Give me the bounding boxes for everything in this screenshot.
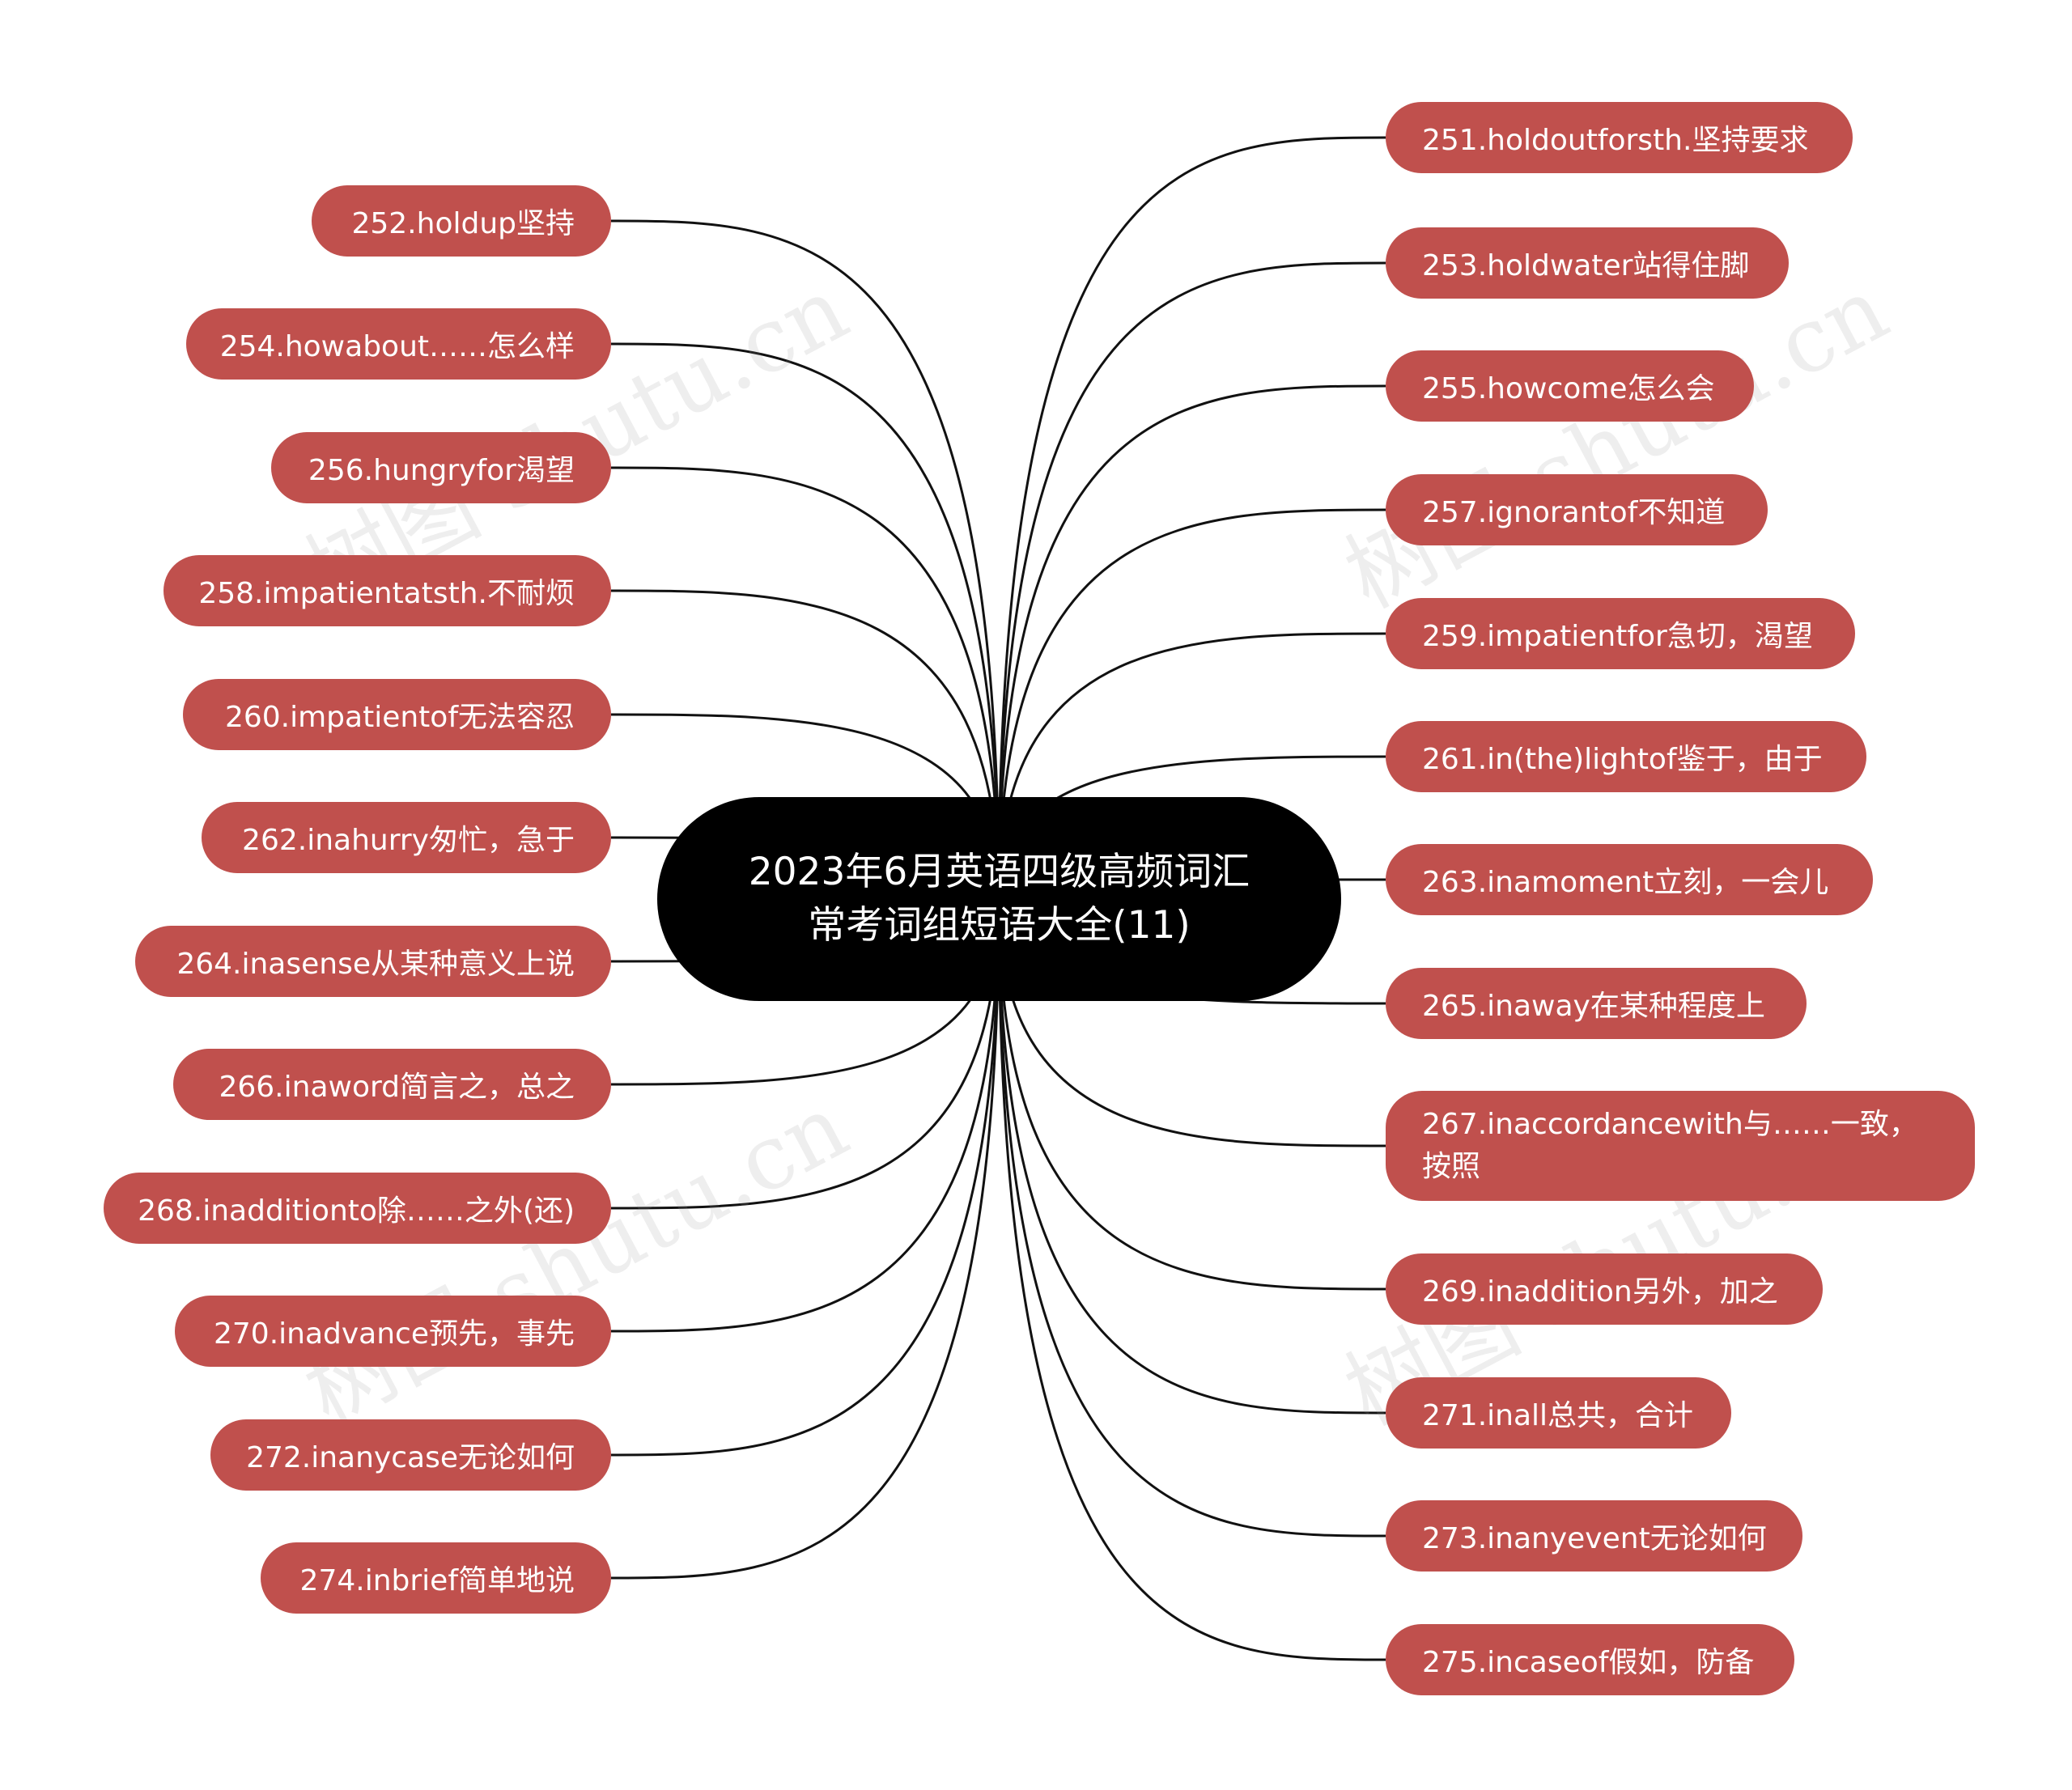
- connector-270: [610, 898, 1000, 1333]
- topic-node-275[interactable]: 275.incaseof假如，防备: [1386, 1624, 1794, 1695]
- topic-node-label: 273.inanyevent无论如何: [1422, 1522, 1767, 1555]
- topic-node-label: 254.howabout……怎么样: [219, 330, 575, 363]
- connector-256: [610, 466, 1000, 900]
- topic-node-272[interactable]: 272.inanycase无论如何: [210, 1419, 611, 1491]
- topic-node-251[interactable]: 251.holdoutforsth.坚持要求: [1386, 102, 1853, 173]
- topic-node-270[interactable]: 270.inadvance预先，事先: [175, 1296, 611, 1367]
- connector-258: [610, 589, 1000, 900]
- topic-node-label: 271.inall总共，合计: [1422, 1399, 1694, 1432]
- topic-node-260[interactable]: 260.impatientof无法容忍: [183, 679, 611, 750]
- topic-node-label: 268.inadditionto除……之外(还): [138, 1194, 575, 1228]
- topic-node-268[interactable]: 268.inadditionto除……之外(还): [104, 1173, 611, 1244]
- topic-node-label: 261.in(the)lightof鉴于，由于: [1422, 743, 1823, 776]
- topic-node-262[interactable]: 262.inahurry匆忙，急于: [202, 802, 611, 873]
- topic-node-252[interactable]: 252.holdup坚持: [312, 185, 611, 257]
- topic-node-258[interactable]: 258.impatientatsth.不耐烦: [163, 555, 611, 626]
- connector-255: [997, 384, 1386, 900]
- topic-node-265[interactable]: 265.inaway在某种程度上: [1386, 968, 1807, 1039]
- connector-254: [610, 342, 1000, 900]
- topic-node-label: 262.inahurry匆忙，急于: [242, 824, 575, 857]
- topic-node-label: 272.inanycase无论如何: [246, 1441, 575, 1474]
- connector-268: [610, 898, 1000, 1210]
- topic-node-253[interactable]: 253.holdwater站得住脚: [1386, 227, 1789, 299]
- connector-252: [610, 219, 1000, 900]
- topic-node-257[interactable]: 257.ignorantof不知道: [1386, 474, 1768, 545]
- topic-node-label: 267.inaccordancewith与……一致，按照: [1422, 1108, 1918, 1183]
- topic-node-255[interactable]: 255.howcome怎么会: [1386, 350, 1754, 422]
- topic-node-label: 257.ignorantof不知道: [1422, 496, 1726, 529]
- topic-node-label: 259.impatientfor急切，渴望: [1422, 620, 1813, 653]
- topic-node-266[interactable]: 266.inaword简言之，总之: [173, 1049, 611, 1120]
- central-topic[interactable]: 2023年6月英语四级高频词汇常考词组短语大全(11): [657, 797, 1341, 1001]
- connector-251: [997, 136, 1386, 900]
- topic-node-label: 252.holdup坚持: [351, 207, 575, 240]
- topic-node-263[interactable]: 263.inamoment立刻，一会儿: [1386, 844, 1873, 915]
- central-topic-title: 2023年6月英语四级高频词汇常考词组短语大全(11): [748, 850, 1250, 948]
- connector-253: [997, 261, 1386, 900]
- topic-node-label: 269.inaddition另外，加之: [1422, 1275, 1778, 1309]
- topic-node-267[interactable]: 267.inaccordancewith与……一致，按照: [1386, 1091, 1975, 1201]
- topic-node-label: 263.inamoment立刻，一会儿: [1422, 866, 1829, 899]
- topic-node-label: 266.inaword简言之，总之: [219, 1071, 575, 1104]
- connector-273: [997, 898, 1386, 1538]
- topic-node-261[interactable]: 261.in(the)lightof鉴于，由于: [1386, 721, 1866, 792]
- topic-node-label: 264.inasense从某种意义上说: [176, 948, 575, 981]
- topic-node-271[interactable]: 271.inall总共，合计: [1386, 1377, 1731, 1449]
- topic-node-label: 258.impatientatsth.不耐烦: [198, 577, 575, 610]
- topic-node-label: 274.inbrief简单地说: [299, 1564, 575, 1597]
- topic-node-256[interactable]: 256.hungryfor渴望: [271, 432, 611, 503]
- topic-node-259[interactable]: 259.impatientfor急切，渴望: [1386, 598, 1855, 669]
- topic-node-label: 260.impatientof无法容忍: [224, 701, 575, 734]
- topic-node-label: 270.inadvance预先，事先: [213, 1317, 575, 1351]
- topic-node-254[interactable]: 254.howabout……怎么样: [186, 308, 611, 380]
- topic-node-274[interactable]: 274.inbrief简单地说: [261, 1542, 611, 1614]
- topic-node-label: 265.inaway在某种程度上: [1422, 990, 1765, 1023]
- connector-275: [997, 898, 1386, 1661]
- connector-257: [997, 508, 1386, 900]
- connector-271: [997, 898, 1386, 1415]
- topic-node-264[interactable]: 264.inasense从某种意义上说: [135, 926, 611, 997]
- topic-node-label: 253.holdwater站得住脚: [1422, 249, 1750, 282]
- topic-node-273[interactable]: 273.inanyevent无论如何: [1386, 1500, 1802, 1572]
- topic-node-269[interactable]: 269.inaddition另外，加之: [1386, 1253, 1823, 1325]
- connector-272: [610, 898, 1000, 1457]
- connector-274: [610, 898, 1000, 1580]
- topic-node-label: 256.hungryfor渴望: [308, 454, 575, 487]
- connector-269: [997, 898, 1386, 1291]
- topic-node-label: 255.howcome怎么会: [1422, 372, 1715, 405]
- topic-node-label: 275.incaseof假如，防备: [1422, 1646, 1755, 1679]
- topic-node-label: 251.holdoutforsth.坚持要求: [1422, 124, 1809, 157]
